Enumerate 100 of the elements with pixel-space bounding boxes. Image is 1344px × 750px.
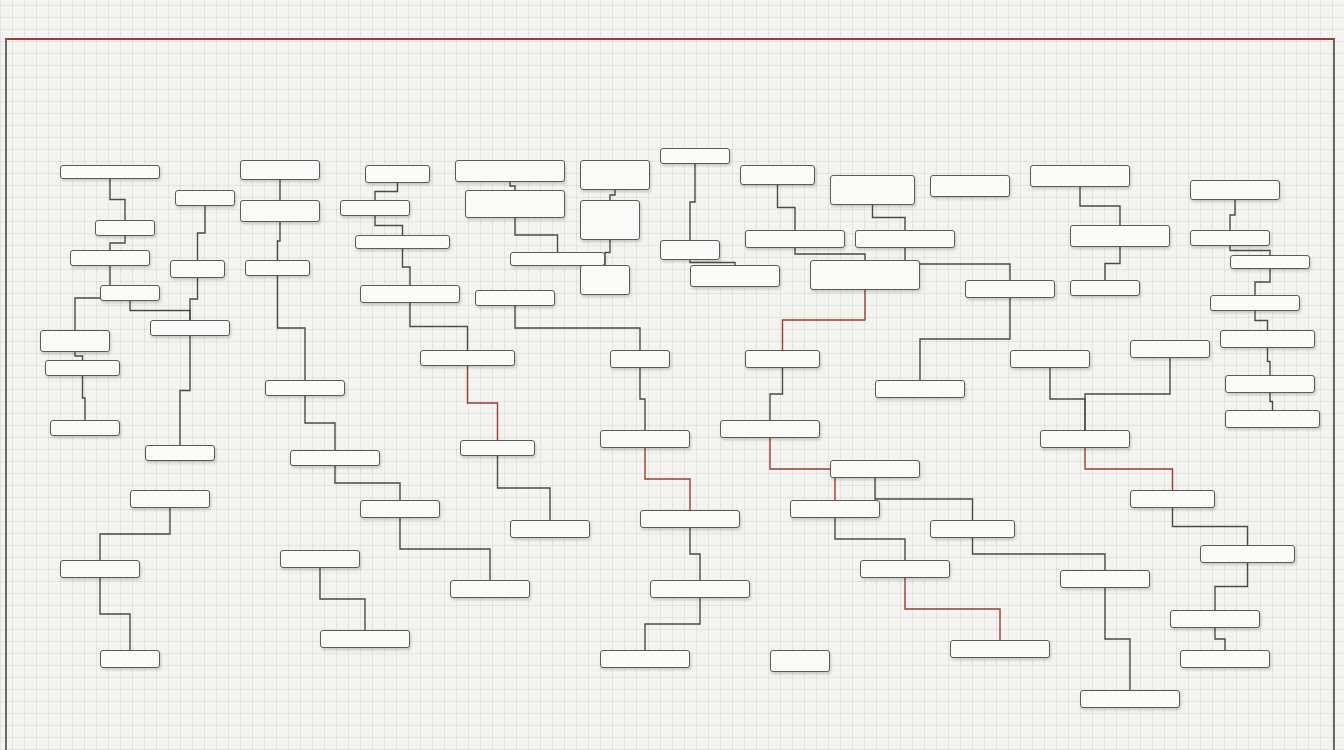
empty-box [1130, 490, 1215, 508]
empty-box [600, 650, 690, 668]
empty-box [475, 290, 555, 306]
empty-box [930, 520, 1015, 538]
empty-box [240, 160, 320, 180]
connector-line [871, 204, 906, 231]
connector-line [74, 351, 84, 361]
connector-line [179, 335, 191, 446]
empty-box [450, 580, 530, 598]
connector-line [769, 437, 836, 501]
connector-line [514, 305, 641, 351]
empty-box [100, 650, 160, 668]
empty-box [420, 350, 515, 366]
empty-box [70, 250, 150, 266]
empty-box [130, 490, 210, 508]
connector-line [1254, 268, 1271, 296]
empty-box [855, 230, 955, 248]
connector-line [1104, 246, 1121, 281]
empty-box [745, 230, 845, 248]
empty-box [355, 235, 450, 249]
connector-line [781, 289, 866, 351]
connector-line [319, 567, 366, 631]
empty-box [1130, 340, 1210, 358]
empty-box [320, 630, 410, 648]
connector-line [644, 597, 701, 651]
connector-line [276, 221, 281, 261]
connector-line [496, 455, 551, 521]
connector-line [374, 215, 404, 236]
empty-box [1170, 610, 1260, 628]
empty-box [45, 360, 120, 376]
connector-line [401, 248, 411, 286]
empty-box [1190, 180, 1280, 200]
empty-box [790, 500, 880, 518]
connector-line [689, 163, 696, 241]
empty-box [360, 285, 460, 303]
empty-box [150, 320, 230, 336]
empty-box [875, 380, 965, 398]
empty-box [1190, 230, 1270, 246]
empty-box [580, 200, 640, 240]
empty-box [1230, 255, 1310, 269]
connector-line [794, 247, 866, 261]
empty-box [100, 285, 160, 301]
empty-box [1220, 330, 1315, 348]
empty-box [1225, 375, 1315, 393]
connector-line [834, 517, 906, 561]
connector-line [644, 447, 691, 511]
connector-line [874, 477, 974, 521]
connector-line [374, 182, 399, 201]
empty-box [360, 500, 440, 518]
empty-box [1040, 430, 1130, 448]
empty-box [950, 640, 1050, 658]
connector-line [1254, 310, 1269, 331]
empty-box [95, 220, 155, 236]
connector-line [196, 205, 206, 261]
empty-box [365, 165, 430, 183]
connector-line [604, 239, 611, 266]
empty-box [340, 200, 410, 216]
empty-box [145, 445, 215, 461]
connector-line [276, 275, 306, 381]
empty-box [40, 330, 110, 352]
empty-box [60, 165, 160, 179]
connector-line [609, 189, 616, 201]
connector-line [129, 300, 191, 321]
empty-box [720, 420, 820, 438]
connector-line [109, 235, 126, 251]
connector-line [776, 184, 796, 231]
empty-box [830, 175, 915, 205]
connector-line [1266, 347, 1271, 376]
empty-box [1070, 225, 1170, 247]
empty-box [650, 580, 750, 598]
connector-line [1229, 245, 1271, 256]
connector-line [304, 395, 336, 451]
empty-box [1200, 545, 1295, 563]
connector-line [279, 179, 281, 201]
connector-line [904, 577, 1001, 641]
empty-box [175, 190, 235, 206]
connector-line [1229, 199, 1236, 231]
connector-line [639, 367, 646, 431]
empty-box [600, 430, 690, 448]
empty-box [690, 265, 780, 287]
empty-box [240, 200, 320, 222]
empty-box [830, 460, 920, 478]
empty-box [640, 510, 740, 528]
connector-line [1214, 562, 1249, 611]
connector-line [1171, 507, 1249, 546]
connector-line [971, 537, 1106, 571]
connector-line [514, 217, 559, 253]
empty-box [860, 560, 950, 578]
empty-box [745, 350, 820, 368]
empty-box [50, 420, 120, 436]
empty-box [660, 148, 730, 164]
connector-line [689, 259, 736, 266]
empty-box [1060, 570, 1150, 588]
empty-box [660, 240, 720, 260]
connector-line [1269, 392, 1274, 411]
empty-box [580, 160, 650, 190]
empty-box [930, 175, 1010, 197]
empty-box [60, 560, 140, 578]
empty-box [1010, 350, 1090, 368]
connector-line [109, 178, 126, 221]
